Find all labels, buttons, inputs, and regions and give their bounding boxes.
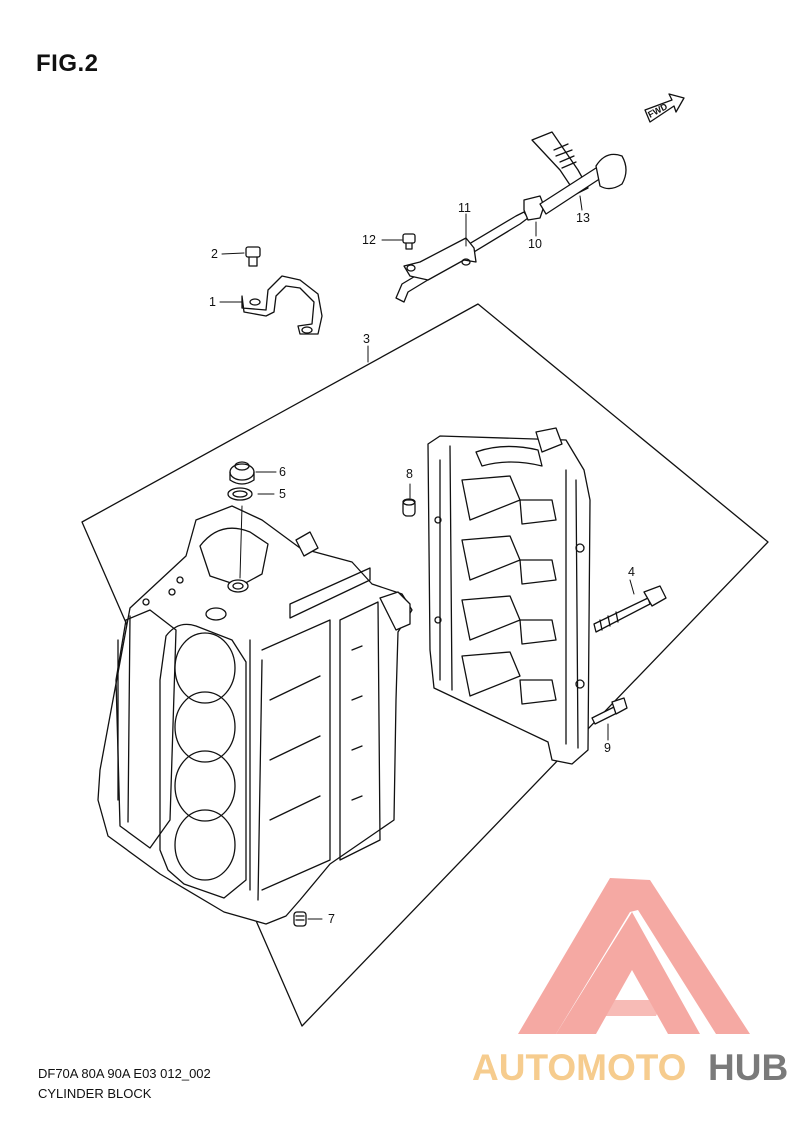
part-7-plug (293, 911, 307, 927)
label-part-6: 6 (279, 465, 286, 479)
label-part-12: 12 (362, 233, 376, 247)
watermark-logo (518, 878, 750, 1034)
label-part-2: 2 (211, 247, 218, 261)
leader-lines (219, 195, 635, 920)
part-12-bolt (402, 233, 416, 250)
label-part-8: 8 (406, 467, 413, 481)
label-part-13: 13 (576, 211, 590, 225)
label-part-9: 9 (604, 741, 611, 755)
figure-title: FIG.2 (36, 50, 99, 77)
part-labels: 1 2 3 4 5 6 7 8 9 10 11 12 13 (209, 201, 635, 926)
part-4-bolt (593, 585, 667, 633)
part-8-dowel (402, 498, 416, 517)
part-11-pipe (395, 211, 529, 303)
part-9-bolt (591, 697, 628, 725)
cylinder-block (97, 505, 413, 925)
label-part-11: 11 (458, 201, 471, 215)
diagram-caption: CYLINDER BLOCK (38, 1086, 152, 1101)
fwd-arrow-icon: FWD (644, 93, 685, 123)
part-1-bracket (241, 275, 323, 335)
label-part-5: 5 (279, 487, 286, 501)
part-2-bolt (245, 246, 261, 267)
watermark-text-auto: AUTOMOTO (472, 1047, 686, 1088)
part-6-plug (229, 461, 255, 485)
label-part-7: 7 (328, 912, 335, 926)
label-part-10: 10 (528, 237, 542, 251)
label-part-4: 4 (628, 565, 635, 579)
crankcase (427, 427, 591, 765)
label-part-1: 1 (209, 295, 216, 309)
watermark-text-hub: HUB (708, 1047, 788, 1088)
label-part-3: 3 (363, 332, 370, 346)
diagram-code: DF70A 80A 90A E03 012_002 (38, 1066, 211, 1081)
part-5-gasket (227, 487, 253, 501)
part-13-hose (531, 131, 627, 215)
part-10-clip (523, 195, 545, 221)
